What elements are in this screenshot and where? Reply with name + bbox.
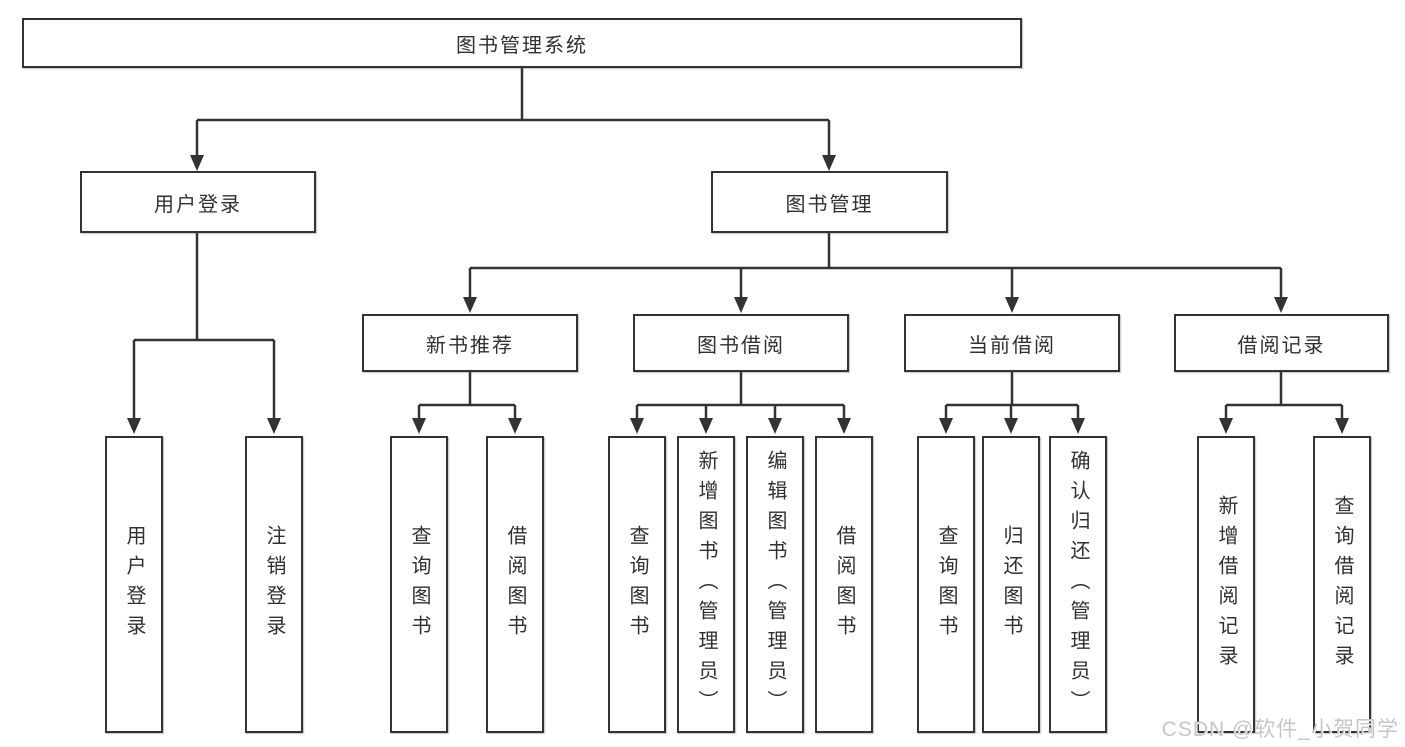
- connector-bookborrow-to-leaves: [635, 372, 846, 419]
- leaf-logout: 注销登录: [245, 436, 303, 733]
- node-label: 用户登录: [154, 193, 242, 216]
- connector-borrowrecord-to-leaves: [1224, 372, 1344, 419]
- leaf-label: 查询图书: [626, 524, 648, 645]
- node-root-system: 图书管理系统: [22, 18, 1022, 68]
- node-label: 图书借阅: [697, 334, 785, 357]
- leaf-add-borrow-record: 新增借阅记录: [1197, 436, 1255, 733]
- node-label: 图书管理系统: [456, 34, 588, 57]
- leaf-return-books: 归还图书: [982, 436, 1040, 733]
- arrow-down-icon: [412, 418, 426, 434]
- arrow-down-icon: [939, 418, 953, 434]
- leaf-add-books-admin: 新增图书（管理员）: [677, 436, 735, 733]
- arrow-down-icon: [734, 297, 748, 313]
- leaf-user-login: 用户登录: [105, 436, 163, 733]
- arrow-down-icon: [1004, 418, 1018, 434]
- arrow-down-icon: [1335, 418, 1349, 434]
- leaf-borrow-books: 借阅图书: [486, 436, 544, 733]
- connector-currentborrow-to-leaves: [944, 372, 1080, 419]
- leaf-query-books: 查询图书: [390, 436, 448, 733]
- connector-root-to-l2: [195, 68, 831, 156]
- node-label: 当前借阅: [968, 334, 1056, 357]
- connector-newbook-to-leaves: [417, 372, 517, 419]
- arrow-down-icon: [267, 418, 281, 434]
- node-label: 新书推荐: [426, 334, 514, 357]
- arrow-down-icon: [1274, 297, 1288, 313]
- arrow-down-icon: [1005, 297, 1019, 313]
- leaf-label: 注销登录: [263, 524, 285, 645]
- connector-userlogin-to-leaves: [132, 233, 276, 419]
- leaf-label: 借阅图书: [504, 524, 526, 645]
- arrow-down-icon: [190, 155, 204, 171]
- leaf-query-books: 查询图书: [608, 436, 666, 733]
- leaf-label: 新增借阅记录: [1215, 494, 1237, 675]
- leaf-query-borrow-record: 查询借阅记录: [1313, 436, 1371, 733]
- leaf-label: 用户登录: [123, 524, 145, 645]
- leaf-edit-books-admin: 编辑图书（管理员）: [746, 436, 804, 733]
- arrow-down-icon: [837, 418, 851, 434]
- arrow-down-icon: [630, 418, 644, 434]
- node-user-login: 用户登录: [80, 171, 316, 233]
- arrow-down-icon: [822, 155, 836, 171]
- arrow-down-icon: [768, 418, 782, 434]
- leaf-label: 借阅图书: [833, 524, 855, 645]
- leaf-label: 确认归还（管理员）: [1067, 449, 1089, 720]
- node-current-borrow: 当前借阅: [904, 314, 1120, 372]
- connector-bookmgmt-to-l3: [468, 233, 1283, 298]
- leaf-label: 新增图书（管理员）: [695, 449, 717, 720]
- leaf-query-books: 查询图书: [917, 436, 975, 733]
- node-book-borrow: 图书借阅: [633, 314, 849, 372]
- arrow-down-icon: [463, 297, 477, 313]
- arrow-down-icon: [127, 418, 141, 434]
- node-book-management: 图书管理: [711, 171, 948, 233]
- leaf-label: 编辑图书（管理员）: [764, 449, 786, 720]
- node-new-book-recommend: 新书推荐: [362, 314, 578, 372]
- arrow-down-icon: [699, 418, 713, 434]
- leaf-borrow-books: 借阅图书: [815, 436, 873, 733]
- arrow-down-icon: [1071, 418, 1085, 434]
- node-label: 借阅记录: [1237, 334, 1326, 357]
- leaf-label: 查询借阅记录: [1331, 494, 1353, 675]
- arrow-down-icon: [1219, 418, 1233, 434]
- leaf-label: 归还图书: [1000, 524, 1022, 645]
- leaf-label: 查询图书: [408, 524, 430, 645]
- node-label: 图书管理: [785, 193, 874, 216]
- leaf-confirm-return-admin: 确认归还（管理员）: [1049, 436, 1107, 733]
- leaf-label: 查询图书: [935, 524, 957, 645]
- watermark: CSDN @软件_小贺同学: [1161, 718, 1399, 741]
- node-borrow-record: 借阅记录: [1174, 314, 1389, 372]
- arrow-down-icon: [508, 418, 522, 434]
